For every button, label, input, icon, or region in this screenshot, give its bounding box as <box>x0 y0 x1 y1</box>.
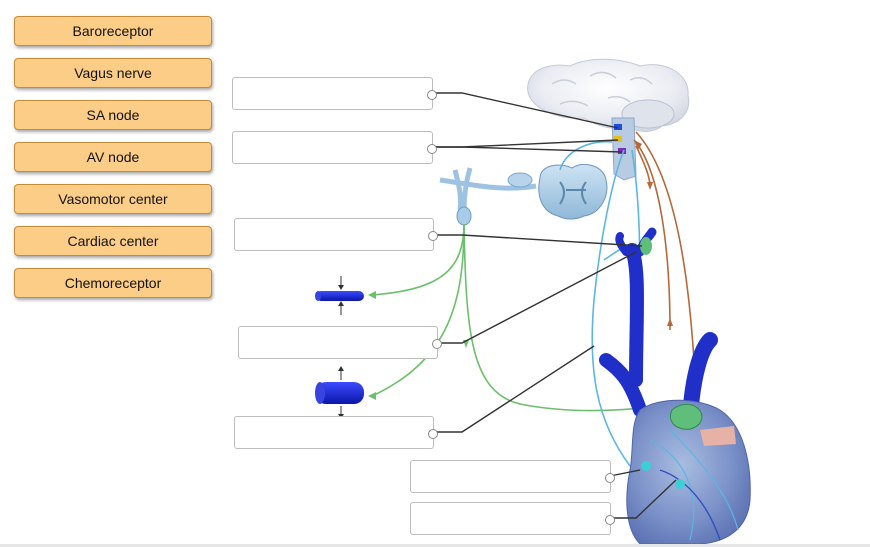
term-av-node[interactable]: AV node <box>14 142 212 172</box>
connector-dot <box>605 472 615 483</box>
connector-dot <box>428 230 438 241</box>
heart-image <box>626 399 751 545</box>
drop-target-5[interactable] <box>234 416 438 449</box>
connector-dot <box>428 428 438 439</box>
spinal-cord-icon <box>439 164 608 220</box>
drop-target-7[interactable] <box>410 502 615 535</box>
term-vasomotor-center[interactable]: Vasomotor center <box>14 184 212 214</box>
connector-dot <box>432 338 442 349</box>
connector-dot <box>427 89 437 100</box>
drop-target-2[interactable] <box>232 131 437 164</box>
term-vagus-nerve[interactable]: Vagus nerve <box>14 58 212 88</box>
term-cardiac-center[interactable]: Cardiac center <box>14 226 212 256</box>
connector-dot <box>427 143 437 154</box>
drop-target-6[interactable] <box>410 460 615 493</box>
term-baroreceptor[interactable]: Baroreceptor <box>14 16 212 46</box>
term-chemoreceptor[interactable]: Chemoreceptor <box>14 268 212 298</box>
dilated-vessel-icon <box>315 366 364 419</box>
term-sa-node[interactable]: SA node <box>14 100 212 130</box>
drop-target-4[interactable] <box>238 326 442 359</box>
drop-target-3[interactable] <box>234 218 438 251</box>
drop-target-1[interactable] <box>232 77 437 110</box>
brain-image <box>527 58 690 181</box>
bottom-divider <box>0 544 870 547</box>
constricted-vessel-icon <box>315 276 364 315</box>
connector-dot <box>605 514 615 525</box>
